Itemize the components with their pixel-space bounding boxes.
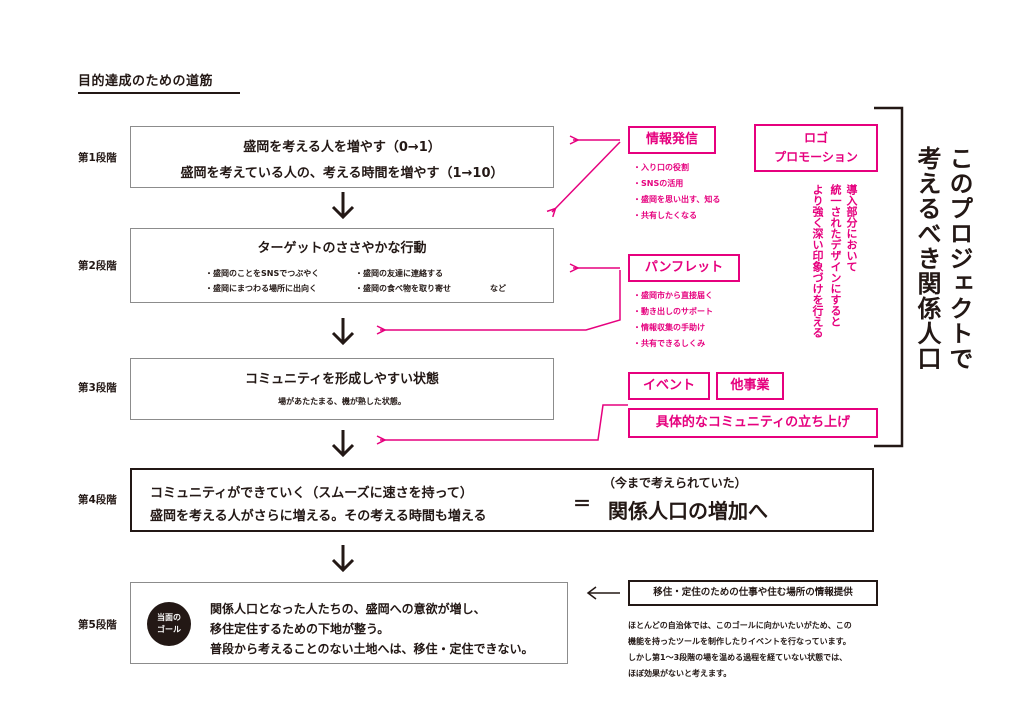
tag-info-item: ・盛岡を思い出す、知る	[633, 195, 721, 204]
stage-label-4: 第4段階	[78, 494, 117, 506]
migration-desc: ほとんどの自治体では、このゴールに向かいたいがため、この 機能を持ったツールを制…	[628, 618, 852, 682]
stage-label-5: 第5段階	[78, 619, 117, 631]
stage-label-1: 第1段階	[78, 152, 117, 164]
stage-3-sub: 場があたたまる、機が熟した状態。	[278, 397, 406, 406]
tag-logo-line-1: ロゴ	[803, 131, 828, 145]
tag-event: イベント	[628, 372, 710, 400]
stage-2-box: ターゲットのささやかな行動	[130, 228, 554, 303]
stage-3-box: コミュニティを形成しやすい状態 場があたたまる、機が熟した状態。	[130, 358, 554, 420]
tag-community: 具体的なコミュニティの立ち上げ	[628, 408, 878, 438]
tag-pamphlet-item: ・盛岡市から直接届く	[633, 291, 713, 300]
project-label-line-1: このプロジェクトで	[945, 146, 973, 371]
stage-5-text: 関係人口となった人たちの、盛岡への意欲が増し、 移住定住するための下地が整う。 …	[210, 599, 534, 659]
tag-info-item: ・SNSの活用	[633, 179, 684, 188]
down-arrow-1	[331, 192, 355, 220]
bullet-item: ・盛岡の食べ物を取り寄せ	[355, 284, 451, 293]
stage-4-result: 関係人口の増加へ	[608, 499, 768, 523]
down-arrow-2	[331, 318, 355, 346]
migration-desc-line: ほとんどの自治体では、このゴールに向かいたいがため、この	[628, 621, 852, 630]
stage-label-2: 第2段階	[78, 260, 117, 272]
stage-2-title: ターゲットのささやかな行動	[257, 241, 427, 256]
stage-3-title: コミュニティを形成しやすい状態	[244, 372, 440, 387]
stage-1-box: 盛岡を考える人を増やす（0→1） 盛岡を考えている人の、考える時間を増やす（1→…	[130, 126, 554, 188]
stage-2-bullets-left: ・盛岡のことをSNSでつぶやく ・盛岡にまつわる場所に出向く	[205, 266, 319, 296]
equals-sign: ＝	[573, 494, 591, 515]
diagram-title: 目的達成のための道筋	[78, 74, 214, 89]
stage-4-paren: （今まで考えられていた）	[603, 476, 747, 490]
stage-4-line-2: 盛岡を考える人がさらに増える。その考える時間も増える	[150, 509, 487, 524]
tag-other: 他事業	[716, 372, 784, 400]
bullet-item: ・盛岡にまつわる場所に出向く	[205, 284, 317, 293]
bullet-item: ・盛岡のことをSNSでつぶやく	[205, 269, 320, 278]
tag-pamphlet-item: ・情報収集の手助け	[633, 323, 705, 332]
tag-pamphlet: パンフレット	[628, 254, 740, 282]
stage-4-line-1: コミュニティができていく（スムーズに速さを持って）	[150, 486, 473, 501]
stage-5-box	[130, 582, 568, 664]
stage-2-etc: など	[490, 284, 506, 293]
logo-vertical-note-3: より強く深い印象づけを行える	[811, 184, 824, 338]
tag-pamphlet-item: ・共有できるしくみ	[633, 339, 706, 348]
migration-desc-line: ほぼ効果がないと考えます。	[628, 669, 732, 678]
pink-arrow-event-to-arrow3	[380, 404, 628, 440]
migration-desc-line: 機能を持ったツールを制作したりイベントを行なっています。	[628, 637, 851, 646]
goal-badge: 当面の ゴール	[147, 602, 191, 646]
stage-1-line-2: 盛岡を考えている人の、考える時間を増やす（1→10）	[180, 166, 504, 181]
pink-arrow-pamphlet-to-arrow2	[380, 270, 621, 330]
stage-4-box	[130, 468, 874, 532]
title-underline	[78, 92, 240, 94]
tag-info-list: ・入り口の役割 ・SNSの活用 ・盛岡を思い出す、知る ・共有したくなる	[633, 160, 720, 224]
left-arrow-migration	[586, 586, 620, 600]
stage-5-line-3: 普段から考えることのない土地へは、移住・定住できない。	[210, 642, 534, 656]
stage-1-line-1: 盛岡を考える人を増やす（0→1）	[243, 140, 441, 155]
stage-5-line-2: 移住定住するための下地が整う。	[210, 622, 390, 636]
pink-arrow-info-to-stage2	[552, 141, 621, 212]
tag-logo: ロゴ プロモーション	[754, 124, 878, 172]
goal-badge-line-2: ゴール	[157, 625, 181, 634]
bullet-item: ・盛岡の友達に連絡する	[355, 269, 443, 278]
tag-logo-line-2: プロモーション	[774, 150, 858, 164]
stage-5-line-1: 関係人口となった人たちの、盛岡への意欲が増し、	[210, 602, 486, 616]
project-label-line-2: 考えるべき関係人口	[913, 146, 941, 371]
down-arrow-3	[331, 430, 355, 458]
migration-desc-line: しかし第1〜3段階の場を温める過程を経ていない状態では、	[628, 653, 848, 662]
tag-pamphlet-list: ・盛岡市から直接届く ・動き出しのサポート ・情報収集の手助け ・共有できるしく…	[633, 288, 713, 352]
logo-vertical-note-2: 統一されたデザインにすると	[829, 184, 842, 327]
stage-2-bullets-right: ・盛岡の友達に連絡する ・盛岡の食べ物を取り寄せ	[355, 266, 451, 296]
migration-box: 移住・定住のための仕事や住む場所の情報提供	[628, 580, 878, 606]
tag-info-item: ・入り口の役割	[633, 163, 689, 172]
goal-badge-line-1: 当面の	[157, 613, 181, 622]
tag-info: 情報発信	[628, 126, 716, 154]
stage-label-3: 第3段階	[78, 382, 117, 394]
logo-vertical-note-1: 導入部分において	[845, 184, 858, 272]
down-arrow-4	[331, 545, 355, 573]
project-bracket	[874, 106, 904, 448]
tag-pamphlet-item: ・動き出しのサポート	[633, 307, 713, 316]
tag-info-item: ・共有したくなる	[633, 211, 697, 220]
